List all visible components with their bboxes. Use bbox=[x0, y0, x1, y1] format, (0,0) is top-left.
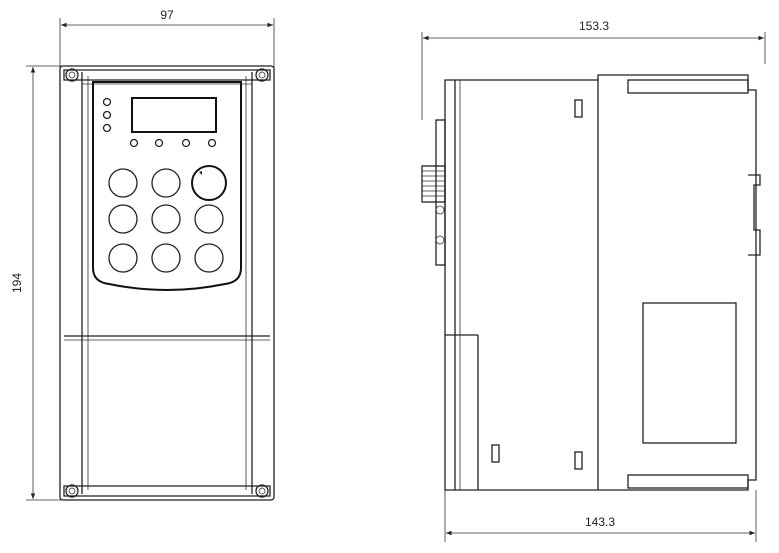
front-view: 97 194 bbox=[10, 8, 275, 501]
side-housing bbox=[444, 74, 757, 491]
vent-slot bbox=[491, 444, 500, 463]
keypad-button bbox=[108, 204, 138, 234]
side-view: 153.3 143.3 bbox=[421, 19, 766, 542]
side-bottom-depth-label: 143.3 bbox=[585, 515, 615, 529]
keypad-button bbox=[108, 243, 138, 273]
dimension-side-top: 153.3 bbox=[421, 19, 766, 120]
display-indicator bbox=[154, 138, 164, 148]
display-indicator bbox=[181, 138, 191, 148]
led-indicator bbox=[102, 123, 112, 133]
mounting-hole-top-right bbox=[255, 68, 269, 82]
keypad-button bbox=[151, 204, 181, 234]
keypad-panel bbox=[92, 81, 242, 291]
led-indicator bbox=[102, 97, 112, 107]
vent-slot bbox=[574, 99, 583, 118]
keypad-button bbox=[194, 204, 224, 234]
display-indicator bbox=[129, 138, 139, 148]
front-height-label: 194 bbox=[10, 273, 24, 293]
front-width-label: 97 bbox=[160, 8, 174, 22]
keypad-button bbox=[194, 243, 224, 273]
display-window bbox=[131, 97, 217, 133]
mounting-hole-bottom-left bbox=[65, 484, 79, 498]
keypad-button bbox=[151, 168, 181, 198]
side-top-depth-label: 153.3 bbox=[579, 19, 609, 33]
dimension-side-bottom: 143.3 bbox=[444, 490, 757, 542]
front-housing bbox=[59, 65, 275, 501]
din-rail-clip bbox=[748, 174, 761, 256]
led-indicator bbox=[102, 110, 112, 120]
label-area bbox=[642, 302, 737, 444]
keypad-buttons bbox=[108, 168, 224, 273]
potentiometer-knob bbox=[191, 165, 227, 201]
vent-slot bbox=[574, 451, 583, 470]
display-indicator bbox=[207, 138, 217, 148]
mounting-hole-bottom-right bbox=[255, 484, 269, 498]
mounting-hole-top-left bbox=[65, 68, 79, 82]
dimension-front-height: 194 bbox=[10, 65, 64, 501]
keypad-button bbox=[108, 168, 138, 198]
keypad-button bbox=[151, 243, 181, 273]
dimension-front-width: 97 bbox=[59, 8, 275, 70]
